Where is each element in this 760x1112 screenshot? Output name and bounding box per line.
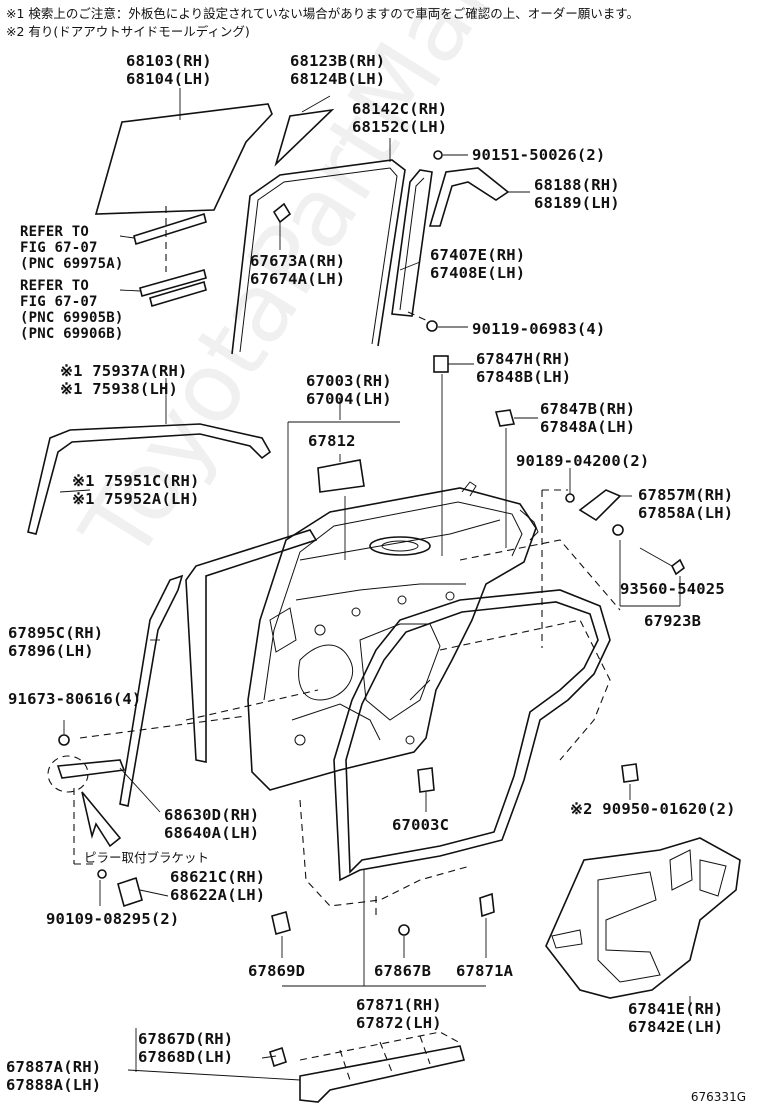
clip-67003c [417, 767, 435, 812]
service-hole-cover [545, 837, 741, 1008]
label-refer-1: REFER TO FIG 67-07 (PNC 69975A) [20, 224, 124, 272]
clip-67847b [494, 409, 538, 548]
clip-67847h [433, 355, 474, 556]
clip-67871a [479, 892, 495, 958]
lamp-67857 [542, 489, 632, 522]
label-68621c: 68621C(RH) 68622A(LH) [170, 868, 266, 904]
leader-lines [150, 88, 571, 641]
label-91673: 91673-80616(4) [8, 690, 142, 708]
label-67841e: 67841E(RH) 67842E(LH) [628, 1000, 724, 1036]
door-check [47, 720, 161, 813]
quarter-frame [428, 167, 510, 227]
label-68188: 68188(RH) 68189(LH) [534, 176, 620, 212]
label-90119: 90119-06983(4) [472, 320, 606, 338]
label-90109: 90109-08295(2) [46, 910, 180, 928]
label-67867d: 67867D(RH) 67868D(LH) [138, 1030, 234, 1066]
label-67871a: 67871A [456, 962, 514, 980]
label-68123b: 68123B(RH) 68124B(LH) [290, 52, 386, 88]
screw-93560 [612, 524, 686, 607]
bolt-90119 [407, 311, 468, 332]
view-arrow [81, 791, 122, 848]
label-67871: 67871(RH) 67872(LH) [356, 996, 442, 1032]
label-67857m: 67857M(RH) 67858A(LH) [638, 486, 734, 522]
label-90950: ※2 90950-01620(2) [570, 800, 736, 818]
label-67003c: 67003C [392, 816, 450, 834]
service-cover-67812 [287, 421, 400, 560]
label-67812: 67812 [308, 432, 356, 450]
run-clip [272, 202, 292, 224]
clip-67869d [271, 910, 291, 958]
label-75937a: ※1 75937A(RH) ※1 75938(LH) [60, 362, 188, 398]
clip-67867b [375, 896, 410, 958]
clip-90950 [621, 763, 639, 800]
label-90151: 90151-50026(2) [472, 146, 606, 164]
label-67003: 67003(RH) 67004(LH) [306, 372, 392, 408]
door-frame-outer [185, 529, 319, 763]
quarter-glass [274, 108, 335, 167]
label-pillar-bracket: ピラー取付ブラケット [84, 850, 210, 865]
label-67847h: 67847H(RH) 67848B(LH) [476, 350, 572, 386]
division-bar [391, 169, 433, 317]
figure-number: 676331G [690, 1090, 746, 1104]
note-2: ※2 有り(ドアアウトサイドモールディング) [6, 24, 250, 39]
label-67887a: 67887A(RH) 67888A(LH) [6, 1058, 102, 1094]
label-90189: 90189-04200(2) [516, 452, 650, 470]
label-67407e: 67407E(RH) 67408E(LH) [430, 246, 526, 282]
inner-belt-weatherstrips [119, 206, 207, 308]
outer-belt-moulding [119, 574, 184, 807]
label-68630d: 68630D(RH) 68640A(LH) [164, 806, 260, 842]
door-shell [247, 481, 539, 791]
label-67847b: 67847B(RH) 67848A(LH) [540, 400, 636, 436]
hidden-lines [73, 490, 621, 907]
door-weatherstrip [333, 589, 611, 882]
top-screw [433, 150, 468, 160]
label-67895c: 67895C(RH) 67896(LH) [8, 624, 104, 660]
label-93560: 93560-54025 [620, 580, 725, 598]
label-67869d: 67869D [248, 962, 306, 980]
label-68142c: 68142C(RH) 68152C(LH) [352, 100, 448, 136]
label-68103: 68103(RH) 68104(LH) [126, 52, 212, 88]
note-1: ※1 検索上のご注意：外板色により設定されていない場合がありますので車両をご確認… [6, 6, 640, 21]
label-67923b: 67923B [644, 612, 702, 630]
frame-moulding-upper [27, 423, 272, 535]
label-75951c: ※1 75951C(RH) ※1 75952A(LH) [72, 472, 200, 508]
weatherstrip-leader [282, 870, 486, 987]
pillar-bracket [97, 869, 169, 908]
glass-run-channel [231, 159, 406, 355]
door-glass [94, 103, 273, 215]
label-67867b: 67867B [374, 962, 432, 980]
label-refer-2: REFER TO FIG 67-07 (PNC 69905B) (PNC 699… [20, 278, 124, 342]
rocker-moulding [127, 1028, 466, 1103]
label-67673a: 67673A(RH) 67674A(LH) [250, 252, 346, 288]
